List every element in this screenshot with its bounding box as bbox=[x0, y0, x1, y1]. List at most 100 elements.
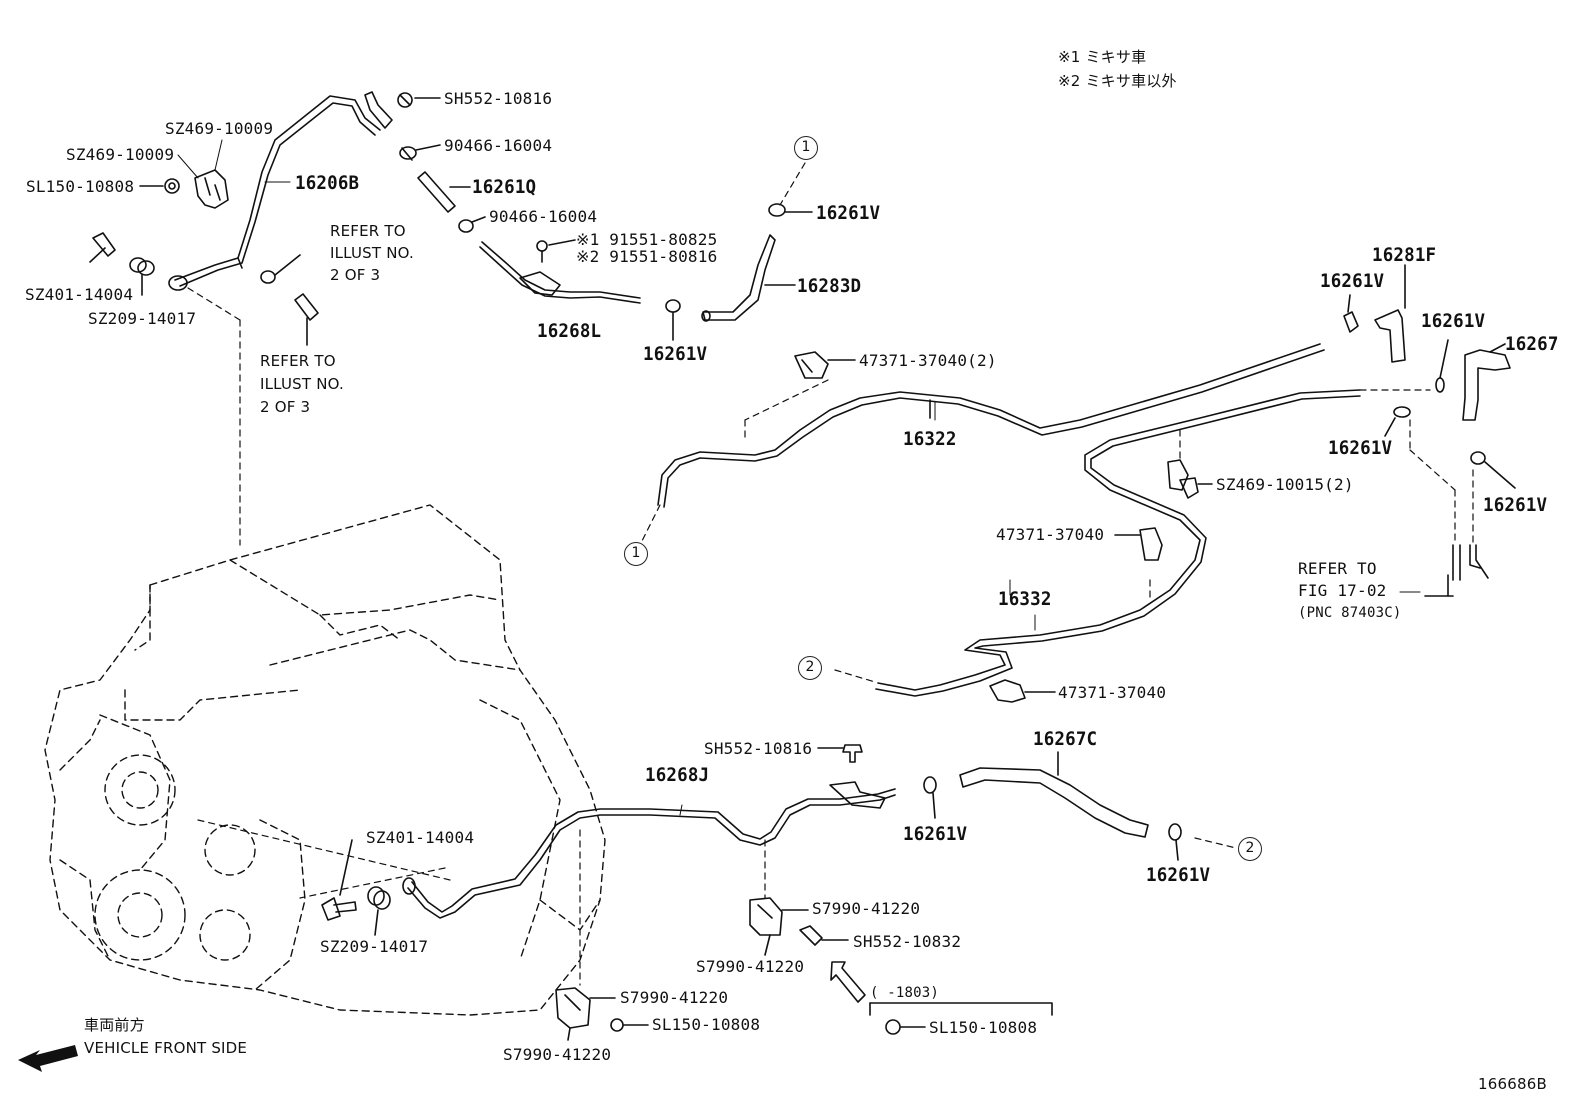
label-16261V-r2: 16261V bbox=[1421, 310, 1486, 332]
refer-fig-line2: FIG 17-02 bbox=[1298, 581, 1387, 600]
label-16261V-mid: 16261V bbox=[643, 343, 708, 365]
marker-2-right: 2 bbox=[1238, 837, 1262, 861]
label-range-note: ( -1803) bbox=[870, 985, 940, 1001]
label-16268J: 16268J bbox=[645, 764, 710, 786]
hose-16261Q bbox=[417, 171, 471, 213]
label-sz209-14017-bot: SZ209-14017 bbox=[320, 937, 429, 956]
clamp-16261V-top bbox=[768, 203, 813, 217]
clamp-16261V-mid bbox=[665, 299, 681, 341]
vehicle-front-jp: 車両前方 bbox=[84, 1016, 145, 1034]
clip-sz469-10015 bbox=[1167, 459, 1213, 499]
clamp-s7990-ab bbox=[749, 897, 809, 956]
refer-illust-1-line2: ILLUST NO. bbox=[330, 244, 415, 262]
pipe-16268J bbox=[402, 781, 896, 919]
label-sl150-10808-top: SL150-10808 bbox=[26, 177, 135, 196]
note-mixer: ※1 ミキサ車 bbox=[1058, 48, 1147, 66]
label-91551-80825: ※1 91551-80825 bbox=[576, 230, 718, 249]
marker-1-left: 1 bbox=[624, 542, 648, 566]
bolt-sz401-bot bbox=[321, 839, 357, 921]
label-sz469-10009-a: SZ469-10009 bbox=[165, 119, 274, 138]
note-non-mixer: ※2 ミキサ車以外 bbox=[1058, 72, 1177, 90]
label-90466-16004-b: 90466-16004 bbox=[489, 207, 598, 226]
label-sh552-10816-top: SH552-10816 bbox=[444, 89, 553, 108]
clip-47371-2 bbox=[794, 351, 856, 379]
bolt-sh552-mid bbox=[817, 744, 863, 763]
label-16267: 16267 bbox=[1505, 333, 1559, 355]
clamp-16261V-r3 bbox=[1384, 406, 1411, 437]
pipe-16322 bbox=[657, 343, 1325, 508]
pipe-16332 bbox=[875, 389, 1361, 697]
refer-illust-1-line1: REFER TO bbox=[330, 222, 406, 240]
label-16283D: 16283D bbox=[797, 275, 862, 297]
bolt-sz401-top bbox=[89, 232, 116, 263]
label-16261V-b2: 16261V bbox=[1146, 864, 1211, 886]
label-leaders bbox=[177, 139, 1421, 816]
engine-outline bbox=[44, 504, 606, 1016]
clip-refer-1 bbox=[260, 254, 301, 284]
label-16332: 16332 bbox=[998, 588, 1052, 610]
clip-47371-b bbox=[989, 679, 1056, 703]
clip-90466-a bbox=[399, 144, 441, 161]
label-16261V-b1: 16261V bbox=[903, 823, 968, 845]
clamp-16261V-r1 bbox=[1343, 294, 1359, 333]
pipe-16206B bbox=[168, 91, 393, 291]
label-sh552-10816-mid: SH552-10816 bbox=[704, 739, 813, 758]
label-s7990-a: S7990-41220 bbox=[812, 899, 921, 918]
hose-16283D bbox=[701, 234, 796, 322]
label-47371-37040-2: 47371-37040(2) bbox=[859, 351, 997, 370]
hose-16267 bbox=[1462, 343, 1511, 421]
clamp-16261V-b2 bbox=[1168, 823, 1182, 861]
label-16261V-r3: 16261V bbox=[1328, 437, 1393, 459]
label-16261V-top: 16261V bbox=[816, 202, 881, 224]
label-sz401-14004-bot: SZ401-14004 bbox=[366, 828, 475, 847]
nut-sl150-mid bbox=[610, 1018, 649, 1032]
label-91551-80816: ※2 91551-80816 bbox=[576, 247, 718, 266]
label-s7990-c: S7990-41220 bbox=[620, 988, 729, 1007]
marker-1-top: 1 bbox=[794, 136, 818, 160]
nut-sl150-top bbox=[139, 178, 180, 194]
clamp-16261V-r4 bbox=[1470, 451, 1516, 489]
vehicle-front-arrow-icon bbox=[18, 1045, 78, 1072]
label-s7990-b: S7990-41220 bbox=[696, 957, 805, 976]
label-sl150-10808-bot: SL150-10808 bbox=[929, 1018, 1038, 1037]
nut-sl150-bot bbox=[885, 1019, 926, 1035]
label-sz469-10009-b: SZ469-10009 bbox=[66, 145, 175, 164]
label-16281F: 16281F bbox=[1372, 244, 1437, 266]
label-16322: 16322 bbox=[903, 428, 957, 450]
label-90466-16004-a: 90466-16004 bbox=[444, 136, 553, 155]
label-16206B: 16206B bbox=[295, 172, 360, 194]
bolt-91551 bbox=[536, 239, 576, 263]
label-16268L: 16268L bbox=[537, 320, 602, 342]
clamp-16261V-r2 bbox=[1435, 339, 1449, 393]
clip-90466-b bbox=[458, 216, 486, 233]
washer-sz209-top bbox=[129, 257, 155, 296]
label-16261Q: 16261Q bbox=[472, 176, 537, 198]
label-sz469-10015: SZ469-10015(2) bbox=[1216, 475, 1354, 494]
pipe-16268L bbox=[479, 241, 641, 304]
clip-47371-a bbox=[1114, 527, 1163, 561]
marker-2-mid: 2 bbox=[798, 656, 822, 680]
refer-illust-2-line1: REFER TO bbox=[260, 352, 336, 370]
refer-fig-line1: REFER TO bbox=[1298, 559, 1377, 578]
refer-illust-2-line2: ILLUST NO. bbox=[260, 375, 345, 393]
label-sz209-14017-top: SZ209-14017 bbox=[88, 309, 197, 328]
direction-arrow bbox=[830, 961, 866, 1003]
vehicle-front-en: VEHICLE FRONT SIDE bbox=[84, 1039, 248, 1057]
washer-sz209-bot bbox=[367, 886, 391, 936]
label-16261V-r4: 16261V bbox=[1483, 494, 1548, 516]
hose-refer-2 bbox=[294, 293, 319, 346]
refer-illust-1-line3: 2 OF 3 bbox=[330, 266, 381, 284]
hose-16267C bbox=[959, 751, 1149, 838]
refer-illust-2-line3: 2 OF 3 bbox=[260, 398, 311, 416]
label-47371-37040-a: 47371-37040 bbox=[996, 525, 1105, 544]
label-s7990-d: S7990-41220 bbox=[503, 1045, 612, 1064]
range-bracket bbox=[869, 1002, 1053, 1016]
label-16267C: 16267C bbox=[1033, 728, 1098, 750]
clamp-16261V-b1 bbox=[923, 776, 937, 819]
clamp-sz469-10009 bbox=[194, 169, 229, 209]
dashed-leaders bbox=[187, 162, 1474, 986]
refer-fig-line3: (PNC 87403C) bbox=[1298, 605, 1402, 621]
label-sz401-14004-top: SZ401-14004 bbox=[25, 285, 134, 304]
